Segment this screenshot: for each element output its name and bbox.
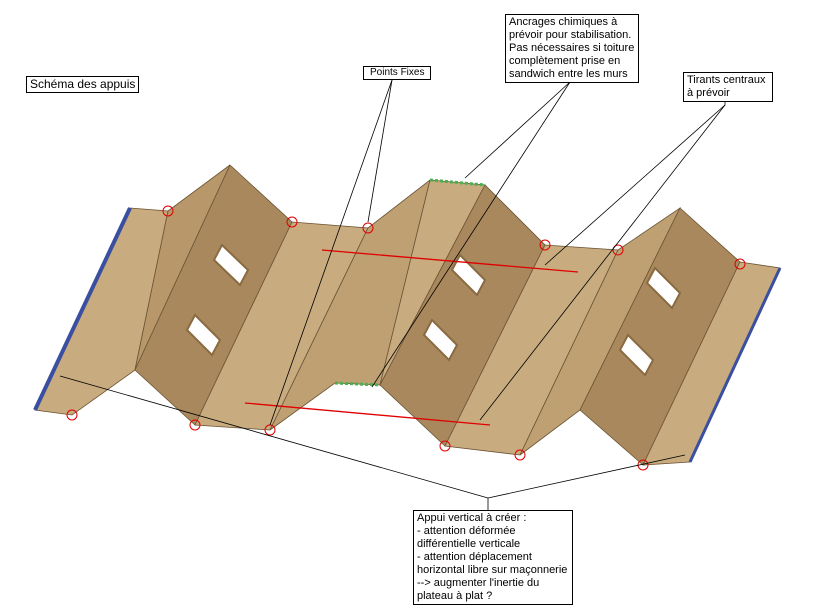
diagram-title: Schéma des appuis [26,76,140,93]
support-circle [734,258,746,270]
right-edge-blue [688,267,782,463]
support-circles [66,205,746,471]
support-circle [514,449,526,461]
leader-tirants [544,104,726,266]
callout-points-fixes: Points Fixes [363,66,432,80]
leader-appui [59,375,489,499]
leader-ancrages [464,81,571,179]
windows [185,243,682,377]
leader-points-fixes [367,79,393,223]
callout-tirants: Tirants centraux à prévoir [683,72,773,102]
support-circle [612,244,624,256]
support-circle [189,419,201,431]
tie-rod-line [321,249,579,273]
leader-lines [59,72,726,510]
leader-points-fixes [269,79,393,426]
window [450,253,487,297]
support-circle [286,216,298,228]
leader-appui [487,454,686,499]
left-edge-blue [33,207,132,411]
leader-ancrages [371,81,571,388]
callout-appui: Appui vertical à créer : - attention déf… [413,510,573,605]
window [185,313,222,357]
window [618,333,655,377]
anchor-bottom-green [334,381,381,387]
roof-panels [34,164,781,466]
window [422,318,459,362]
leader-tirants [479,104,726,421]
support-circle [66,409,78,421]
window [212,243,250,287]
support-circle [439,440,451,452]
tie-rod-line [244,402,491,426]
support-circle [362,222,374,234]
window [645,266,682,310]
support-circle [539,239,551,251]
anchor-top-green [429,178,486,187]
support-circle [162,205,174,217]
callout-ancrages: Ancrages chimiques à prévoir pour stabil… [505,14,639,83]
